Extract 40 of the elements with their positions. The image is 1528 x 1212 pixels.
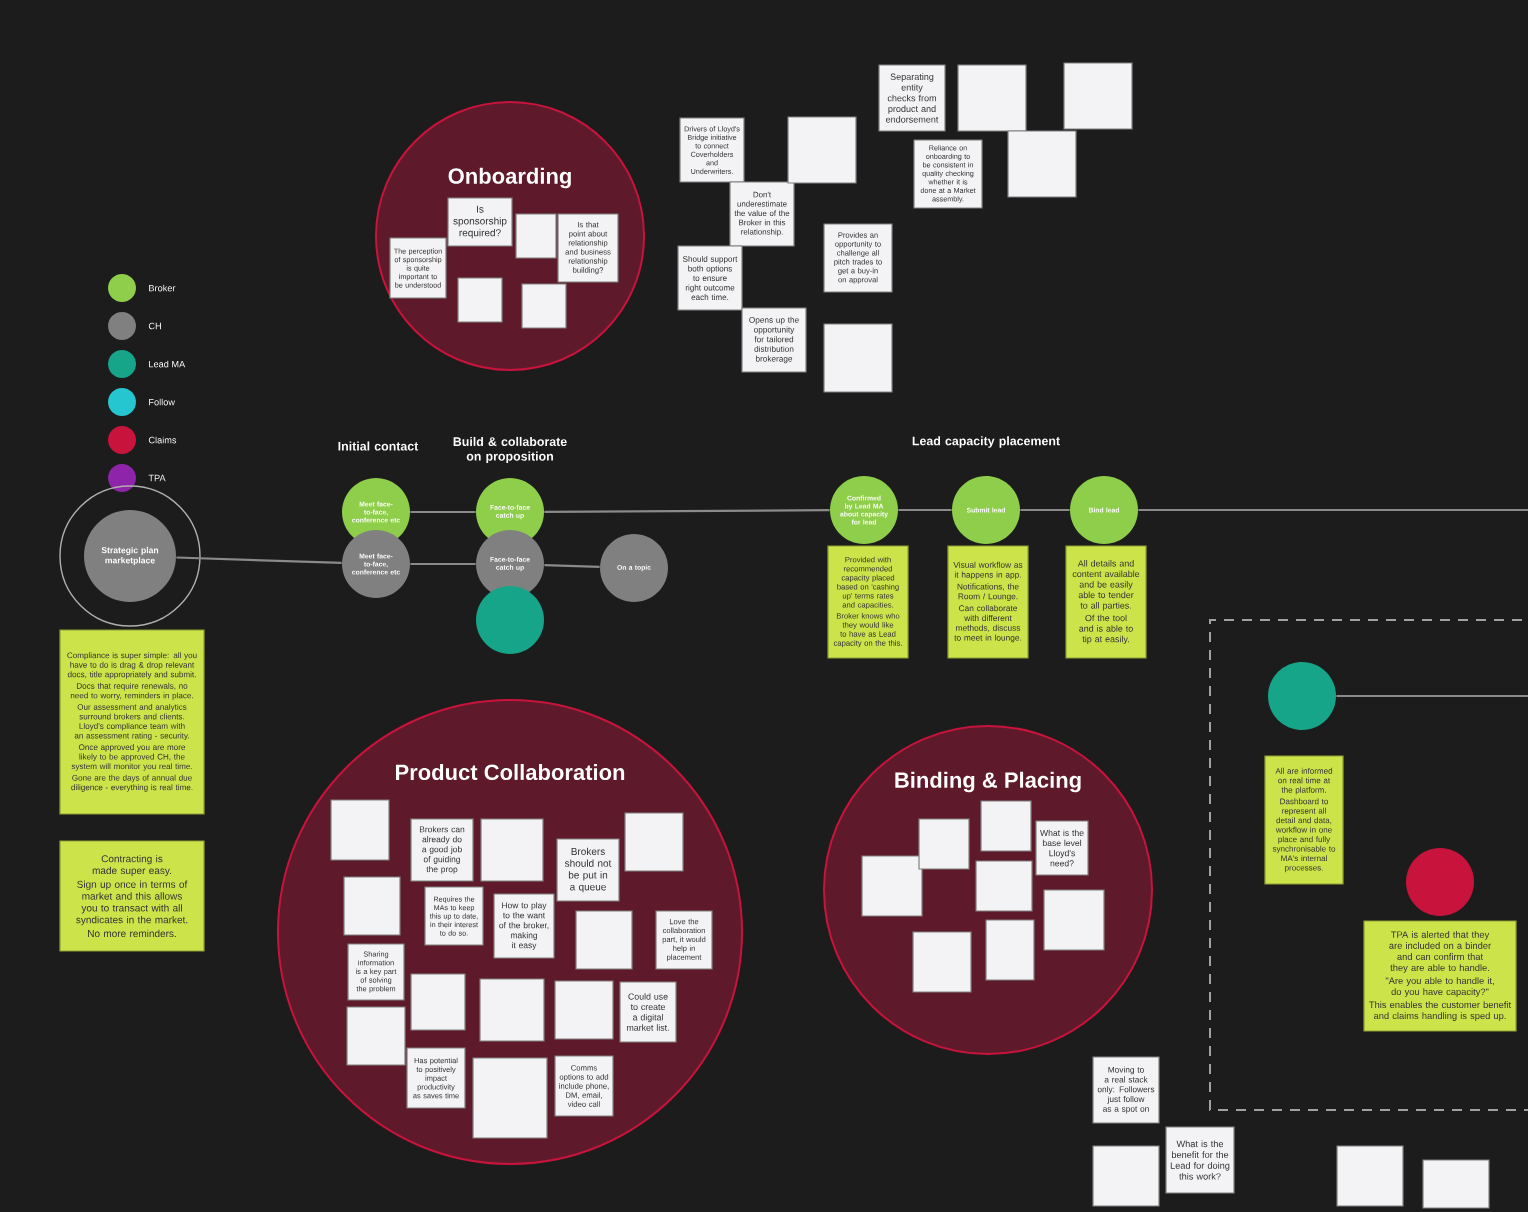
sticky-note: [521, 283, 567, 329]
connector-line: [1020, 508, 1070, 512]
sticky-note: [1063, 62, 1133, 130]
connector-line: [898, 508, 952, 512]
sticky-note: [346, 1006, 406, 1066]
sticky-note: [861, 855, 923, 917]
sticky-note: [918, 818, 970, 870]
sticky-note: [1336, 1145, 1404, 1207]
connector-line: [544, 509, 830, 513]
connector-line: [544, 564, 600, 568]
connector-line: [1138, 508, 1528, 512]
sticky-note: [980, 800, 1032, 852]
sticky-note: [515, 213, 557, 259]
sticky-note: [957, 64, 1027, 132]
sticky-note: [787, 116, 857, 184]
stage-circle: [1268, 662, 1336, 730]
sticky-note: [480, 818, 544, 882]
connector-line: [410, 510, 476, 514]
connector-line: [1336, 694, 1528, 698]
sticky-note: [330, 799, 390, 861]
sticky-note: [554, 980, 614, 1040]
sticky-note: [1422, 1159, 1490, 1209]
sticky-note: [1092, 1145, 1160, 1207]
connector-line: [410, 562, 476, 566]
sticky-note: [479, 978, 545, 1042]
sticky-note: [343, 876, 401, 936]
sticky-note: [1007, 130, 1077, 198]
stage-circle: [1406, 848, 1474, 916]
sticky-note: [1043, 889, 1105, 951]
sticky-note: [472, 1057, 548, 1139]
stage-circle: [476, 586, 544, 654]
sticky-note: [823, 323, 893, 393]
sticky-note: [457, 277, 503, 323]
sticky-note: [975, 860, 1033, 912]
sticky-note: [624, 812, 684, 872]
sticky-note: [410, 973, 466, 1031]
sticky-note: [985, 919, 1035, 981]
sticky-note: [912, 931, 972, 993]
connector-line: [176, 556, 342, 564]
sticky-note: [575, 910, 633, 970]
